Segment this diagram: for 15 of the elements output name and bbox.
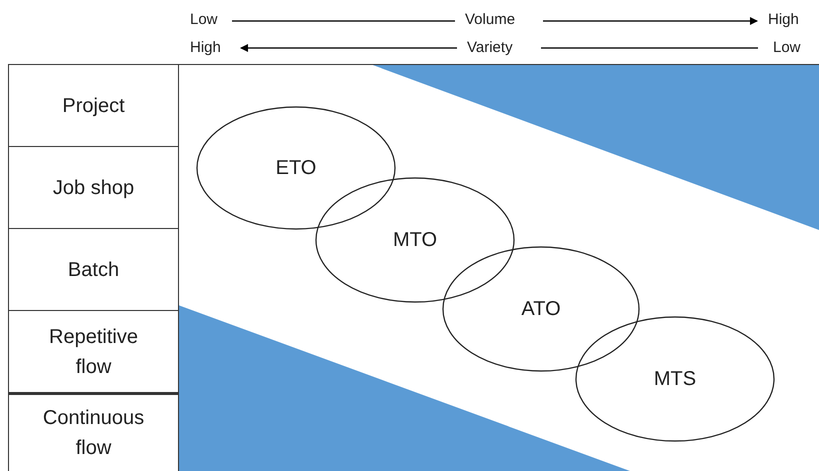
axis-label: Variety [467, 38, 513, 58]
axis-label: Low [773, 38, 801, 58]
ellipse-label: ETO [276, 156, 316, 181]
process-type-box: Continuous flow [8, 392, 179, 471]
axis-label: Low [190, 10, 218, 30]
ellipse-label: MTO [392, 228, 438, 253]
axis-label: High [190, 38, 221, 58]
ellipse-label: ATO [521, 297, 561, 322]
process-type-box: Batch [8, 228, 179, 311]
ellipse-label: MTS [654, 367, 696, 392]
process-type-box: Job shop [8, 146, 179, 229]
axis-label: High [768, 10, 799, 30]
process-type-box: Project [8, 64, 179, 147]
process-type-box: Repetitive flow [8, 310, 179, 393]
axis-label: Volume [465, 10, 516, 30]
